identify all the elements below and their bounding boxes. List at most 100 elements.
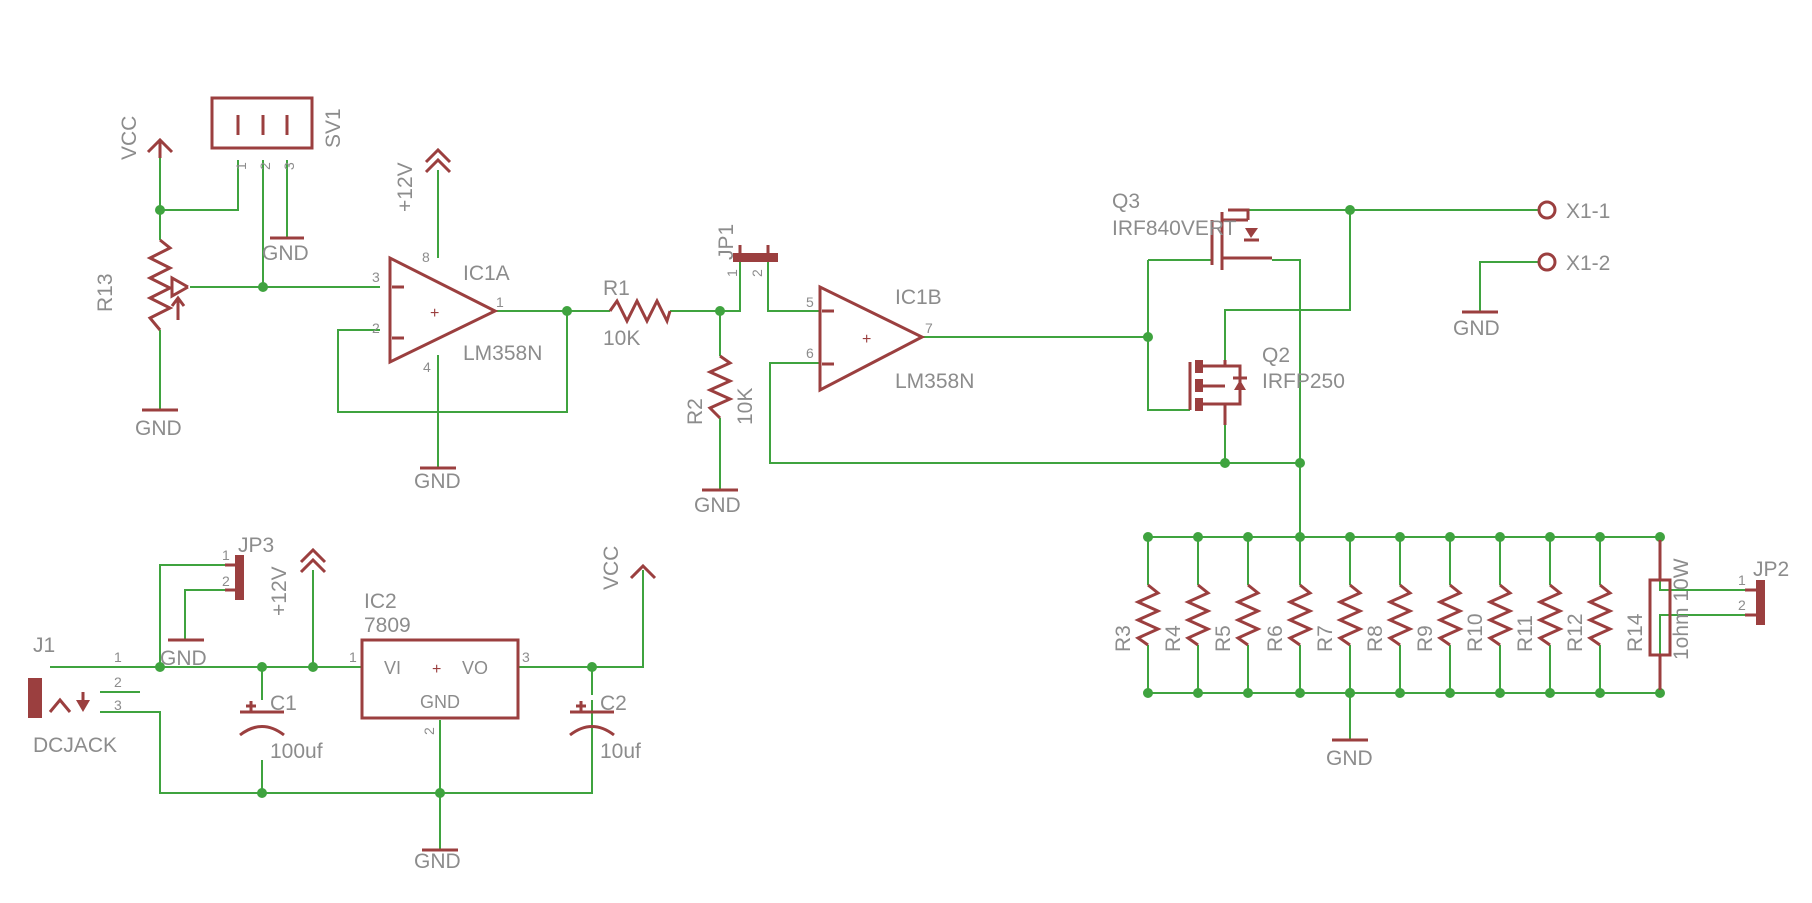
bank-resistor-r10 (1486, 583, 1514, 647)
jp3-jumper (225, 555, 244, 600)
bank-resistor-r6 (1286, 583, 1314, 647)
label-ic2-vo: VO (462, 658, 488, 678)
label-q3: Q3 (1112, 190, 1140, 213)
label-c2-value: 10uf (600, 740, 641, 763)
pin-ic1b-5: 5 (806, 294, 814, 310)
label-sv1: SV1 (322, 108, 345, 148)
label-ic1b: IC1B (895, 286, 942, 309)
q2-mosfet (1188, 360, 1247, 425)
label-ic2-gnd: GND (420, 692, 460, 712)
label-ic2-vi: VI (384, 658, 401, 678)
label-r4: R4 (1162, 625, 1185, 652)
label-r2: R2 (684, 398, 707, 425)
label-dcjack: DCJACK (33, 734, 117, 757)
c2-capacitor (569, 701, 615, 737)
sv1-connector (210, 96, 314, 150)
label-r6: R6 (1264, 625, 1287, 652)
bank-resistor-r4 (1184, 583, 1212, 647)
label-vcc-left: VCC (118, 116, 141, 160)
j1-dcjack (28, 678, 90, 718)
r2-resistor (706, 354, 734, 420)
label-gnd-r2: GND (694, 494, 741, 517)
label-r1: R1 (603, 277, 630, 300)
label-r11: R11 (1514, 615, 1537, 652)
label-gnd-x1: GND (1453, 317, 1500, 340)
label-lm358n-b: LM358N (895, 370, 974, 393)
pin-sv1-3: 3 (281, 162, 297, 170)
label-r8: R8 (1364, 625, 1387, 652)
pin-ic1a-2: 2 (372, 320, 380, 336)
bank-resistor-r5 (1234, 583, 1262, 647)
ic1b-opamp (818, 284, 926, 393)
sign-ic1a-plus: + (430, 305, 439, 322)
label-x1-1: X1-1 (1566, 200, 1610, 223)
pin-ic2-3: 3 (522, 649, 530, 665)
label-x1-2: X1-2 (1566, 252, 1610, 275)
bank-resistor-r3 (1134, 583, 1162, 647)
label-ic2: IC2 (364, 590, 397, 613)
vcc-arrow-left (146, 137, 174, 158)
pin-ic1b-6: 6 (806, 345, 814, 361)
label-c1-value: 100uf (270, 740, 323, 763)
label-j1: J1 (33, 634, 55, 657)
r13-potentiometer (146, 238, 189, 331)
ic2-regulator (360, 638, 520, 720)
label-r14-value: 1ohm 10W (1670, 558, 1693, 660)
label-c1: C1 (270, 692, 297, 715)
label-r9: R9 (1414, 625, 1437, 652)
pin-jp1-2: 2 (749, 269, 765, 277)
sign-ic1b-plus: + (862, 331, 871, 348)
pin-ic2-2: 2 (421, 727, 437, 735)
pin-ic1b-7: 7 (925, 320, 933, 336)
label-r7: R7 (1314, 625, 1337, 652)
bank-resistor-r7 (1336, 583, 1364, 647)
pin-j1-3: 3 (114, 697, 122, 713)
label-r14: R14 (1624, 613, 1647, 652)
pin-jp1-1: 1 (724, 269, 740, 277)
label-r12: R12 (1564, 613, 1587, 652)
label-r2-value: 10K (734, 388, 757, 425)
label-p12v-top: +12V (394, 162, 417, 212)
p12v-arrow-top (424, 147, 452, 174)
pin-ic1a-1: 1 (496, 294, 504, 310)
label-jp1: JP1 (715, 224, 738, 260)
junctions (155, 205, 1355, 798)
p12v-arrow-bottom (299, 547, 327, 574)
label-jp3: JP3 (238, 534, 274, 557)
label-gnd-bank: GND (1326, 747, 1373, 770)
label-r5: R5 (1212, 625, 1235, 652)
pin-j1-1: 1 (114, 649, 122, 665)
pin-ic1a-4: 4 (423, 359, 431, 375)
label-r1-value: 10K (603, 327, 640, 350)
jp1-jumper (733, 245, 778, 262)
bank-resistor-r8 (1386, 583, 1414, 647)
label-jp2: JP2 (1753, 558, 1789, 581)
ic1a-opamp (388, 255, 499, 365)
label-r10: R10 (1464, 613, 1487, 652)
label-ic1a: IC1A (463, 262, 510, 285)
pin-j1-2: 2 (114, 674, 122, 690)
jp2-jumper (1745, 580, 1765, 625)
pin-ic2-1: 1 (349, 649, 357, 665)
bank-resistor-r9 (1436, 583, 1464, 647)
r1-resistor (608, 297, 672, 326)
bank-resistor-r12 (1586, 583, 1614, 647)
pin-sv1-1: 1 (233, 162, 249, 170)
pin-jp3-2: 2 (222, 573, 230, 589)
label-gnd-ic1a: GND (414, 470, 461, 493)
label-gnd-r13: GND (135, 417, 182, 440)
pin-ic1a-3: 3 (372, 269, 380, 285)
label-irfp250: IRFP250 (1262, 370, 1345, 393)
pin-jp2-1: 1 (1738, 572, 1746, 588)
pin-jp2-2: 2 (1738, 597, 1746, 613)
x1-terminals (1537, 200, 1557, 272)
label-gnd-ic2: GND (414, 850, 461, 873)
label-gnd-jp3: GND (160, 647, 207, 670)
label-gnd-sv1: GND (262, 242, 309, 265)
gnd-symbols (142, 236, 1498, 852)
label-irf840: IRF840VERT (1112, 217, 1237, 240)
c1-capacitor (239, 701, 285, 737)
label-lm358n-a: LM358N (463, 342, 542, 365)
